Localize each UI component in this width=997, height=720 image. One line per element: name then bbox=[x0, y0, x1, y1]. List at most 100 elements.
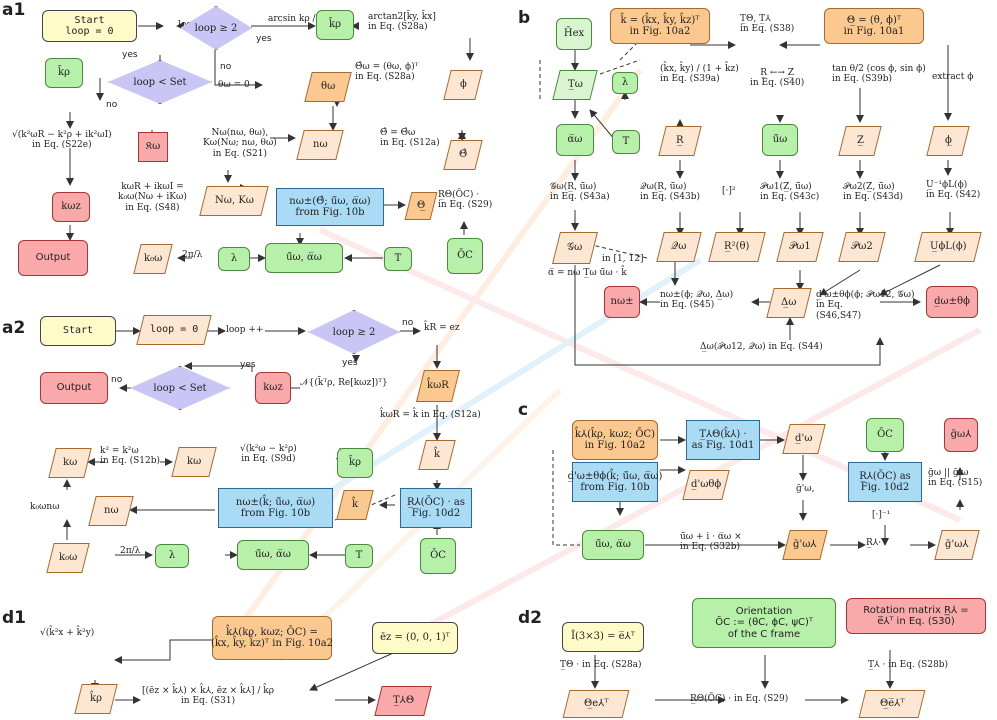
b-k-vec-node: k̂ = (k̂x, k̂y, k̂z)ᵀ in Fig. 10a2 bbox=[610, 8, 710, 44]
a1-u-alpha-node: ū̄ω, α̅ω bbox=[265, 243, 343, 273]
c-g-par-eq: ḡω || ḡ'ω in Eq. (S15) bbox=[928, 468, 983, 489]
d2-R-eq: R̲Θ(ŌC) · in Eq. (S29) bbox=[690, 694, 789, 704]
a2-k0n-label: k₀ωnω bbox=[30, 502, 60, 512]
a2-kR-eq: k̂ωR = k̂ in Eq. (S12a) bbox=[380, 410, 481, 420]
a1-sqrt-eq: √(k²ωR − k²ρ + ik²ωI) in Eq. (S22e) bbox=[12, 130, 112, 151]
b-G-eq: 𝒢ω(R̲, ū̄ω) in Eq. (S43a) bbox=[550, 182, 610, 203]
b-n-eq: nω±(ϕ; 𝒬ω, Δ̲ω) in Eq. (S45) bbox=[660, 290, 734, 311]
b-U-eq: U̲⁻¹ϕL(ϕ) in Eq. (S42) bbox=[926, 180, 981, 201]
c-k-node: k̂⅄(k̄ρ, kωz; ŌC) in Fig. 10a2 bbox=[572, 420, 658, 460]
a1-yes-left-label: yes bbox=[122, 50, 138, 60]
a2-k-left-node: kω bbox=[48, 448, 92, 478]
d1-k-node: k̂⅄(kρ, kωz; ŌC) = (k̂x, k̂y, k̂z)ᵀ in F… bbox=[211, 616, 333, 660]
c-g-prime-node: ḡ'ω⅄ bbox=[782, 530, 828, 560]
a2-kz-node: kωz bbox=[255, 372, 291, 404]
a2-loop-set-label: loop < Set bbox=[153, 382, 207, 394]
b-u-node: ū̄ω bbox=[762, 124, 798, 156]
b-Q-node: 𝒬ω bbox=[656, 232, 702, 262]
a2-k-rho-node: k̄ρ bbox=[337, 448, 373, 478]
a1-twopi-label: 2π/λ bbox=[182, 250, 203, 260]
a2-k2-eq: k² = k²ω in Eq. (S12b) bbox=[100, 446, 160, 467]
a2-n-omega-node: nω bbox=[88, 496, 134, 526]
a2-loop0-node: loop = 0 bbox=[136, 315, 212, 345]
b-n-pm-node: nω± bbox=[604, 286, 640, 318]
a1-n-pm-node: nω±(Θ̂; ū̄ω, α̅ω) from Fig. 10b bbox=[276, 188, 384, 226]
a1-T-node: T bbox=[384, 247, 412, 271]
a2-R-node: R̲⅄(ŌC) · as Fig. 10d2 bbox=[400, 488, 472, 528]
a2-kR-ez: k̂R = ez bbox=[424, 323, 460, 333]
b-P1-node: 𝒫ω1 bbox=[776, 232, 824, 262]
a1-kR-eq: kωR + ikωI = k₀ω(Nω + iKω) in Eq. (S48) bbox=[118, 182, 187, 213]
b-delta-eq: Δ̲ω(𝒫ω12, 𝒬ω) in Eq. (S44) bbox=[700, 342, 823, 352]
a1-theta-node: θω bbox=[304, 72, 352, 102]
b-kxy-eq: (k̂x, k̂y) / (1 + k̂z) in Eq. (S39a) bbox=[660, 64, 739, 85]
c-d-pm-node: d̲'ω±θϕ(k̂; ū̄ω, α̅ω) from Fig. 10b bbox=[568, 462, 662, 502]
b-T-bar-node: T̲ω bbox=[552, 70, 598, 100]
a2-N-eq: 𝒩{(k̄ᵀρ, Re[kωz])ᵀ} bbox=[300, 378, 388, 388]
a2-no-right-label: no bbox=[402, 318, 414, 328]
a1-NK-node: Nω, Kω bbox=[199, 186, 269, 216]
c-T-node: T̲⅄Θ(k̂⅄) · as Fig. 10d1 bbox=[686, 420, 760, 460]
d2-I-node: Ī(3×3) = e̅⅄ᵀ bbox=[562, 622, 644, 652]
b-delta-node: Δ̲ω bbox=[766, 288, 812, 318]
d2-rotation-node: Rotation matrix R̲⅄ = e̅⅄ᵀ in Eq. (S30) bbox=[846, 598, 986, 634]
a2-sqrt-eq: √(k²ω − k²ρ) in Eq. (S9d) bbox=[240, 444, 297, 465]
b-UL-node: U̲ϕL(ϕ) bbox=[914, 232, 982, 262]
a2-k0-node: k₀ω bbox=[46, 543, 90, 573]
a1-yes-label: yes bbox=[256, 34, 272, 44]
a2-u-alpha-node: ū̄ω, α̅ω bbox=[237, 540, 309, 570]
a2-lambda-node: λ bbox=[155, 544, 189, 568]
a1-k-rho-left-node: k̄ρ bbox=[45, 58, 83, 88]
c-R-lambda-label: R̲⅄· bbox=[866, 538, 882, 548]
b-R-Z-eq: R̲ ←→ Z̲ in Eq. (S40) bbox=[750, 68, 805, 89]
a1-output-node: Output bbox=[18, 240, 88, 276]
b-lambda-node: λ bbox=[612, 72, 638, 94]
b-phi-node: ϕ̲ bbox=[926, 126, 970, 156]
b-alpha-node: α̅ω bbox=[556, 124, 594, 156]
b-d-node: d̲ω±θϕ bbox=[926, 286, 978, 318]
c-d-prime-node: d̲'ω bbox=[782, 424, 826, 454]
a1-theta-zero: θω = 0 bbox=[218, 80, 250, 90]
b-theta-vec-node: Θ̲ = (θ, ϕ)ᵀ in Fig. 10a1 bbox=[824, 8, 924, 44]
b-T-eq: T̲Θ, T̲⅄ in Eq. (S38) bbox=[740, 14, 795, 35]
b-G-node: 𝒢ω bbox=[552, 232, 598, 264]
a2-no-left-label: no bbox=[111, 375, 123, 385]
a2-yes-label: yes bbox=[342, 358, 358, 368]
b-R-node: R̲ bbox=[658, 126, 702, 156]
b-Z-node: Z̲ bbox=[838, 126, 882, 156]
b-P1-eq: 𝒫ω1(Z̲, ū̄ω) in Eq. (S43c) bbox=[760, 182, 820, 203]
c-Oc-node: ŌC bbox=[866, 418, 904, 452]
d1-ez-node: ēz = (0, 0, 1)ᵀ bbox=[372, 622, 458, 654]
panel-label-d2: d2 bbox=[518, 608, 542, 628]
d1-k-rho-node: k̂ρ bbox=[74, 684, 118, 714]
panel-label-a2: a2 bbox=[2, 318, 26, 338]
b-square-label: [·]² bbox=[722, 186, 736, 196]
panel-label-a1: a1 bbox=[2, 0, 26, 20]
a2-start-node: Start bbox=[40, 316, 116, 346]
a2-twopi-label: 2π/λ bbox=[120, 546, 141, 556]
panel-label-b: b bbox=[518, 8, 531, 28]
c-inverse-label: [·]⁻¹ bbox=[872, 510, 891, 520]
panel-label-d1: d1 bbox=[2, 608, 26, 628]
b-P2-eq: 𝒫ω2(Z̲, ū̄ω) in Eq. (S43d) bbox=[843, 182, 903, 203]
a1-n-eq: Nω(nω, θω), Kω(Nω; nω, θω) in Eq. (S21) bbox=[203, 128, 277, 159]
b-tan-eq: tan θ/2 (cos ϕ, sin ϕ) in Eq. (S39b) bbox=[832, 64, 926, 85]
a1-k-rho-node: k̄ρ bbox=[316, 10, 354, 40]
b-extract-label: extract ϕ bbox=[932, 72, 974, 82]
a1-no-left-label: no bbox=[106, 100, 118, 110]
a2-loop-increment: loop ++ bbox=[226, 325, 264, 335]
panel-label-c: c bbox=[518, 400, 529, 420]
d1-cross-eq: [(ēz × k̂⅄) × k̂⅄, ēz × k̂⅄] / k̂ρ in Eq… bbox=[142, 686, 275, 707]
c-g-node: ḡω⅄ bbox=[944, 418, 978, 452]
a1-n-omega-node: nω bbox=[296, 130, 344, 160]
a1-lambda-node: λ bbox=[218, 247, 250, 271]
d2-T-lambda-eq: T̲⅄ · in Eq. (S28b) bbox=[868, 660, 949, 670]
a1-no-label: no bbox=[220, 62, 232, 72]
a1-Oc-node: ŌC bbox=[447, 238, 483, 274]
b-ref-label: in [1, 12] bbox=[602, 254, 644, 264]
a1-arctan-eq: arctan2[k̄y, k̄x] in Eq. (S28a) bbox=[368, 12, 436, 33]
a1-theta-hat-eq: Θ̂ω = (θω, ϕ)ᵀ in Eq. (S28a) bbox=[355, 62, 419, 83]
a2-k-node: kω bbox=[171, 447, 217, 477]
a1-kz-node: kωz bbox=[52, 192, 90, 222]
d2-orientation-node: Orientation ŌC := (θC, ϕC, ψC)ᵀ of the C… bbox=[692, 598, 836, 648]
